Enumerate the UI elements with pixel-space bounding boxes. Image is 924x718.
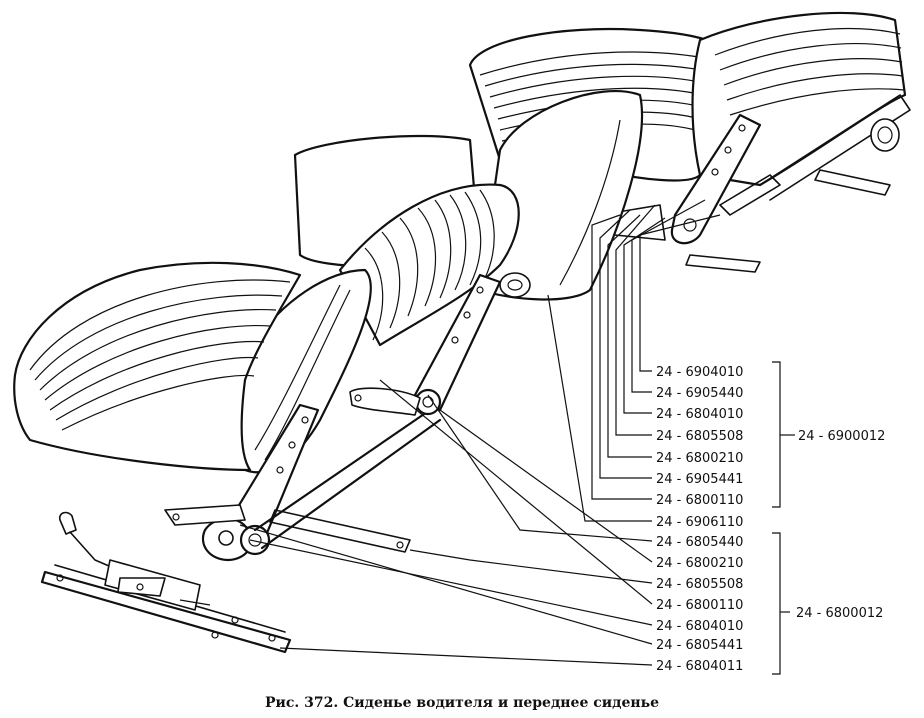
part-number-label: 24 - 6805508 xyxy=(656,577,743,592)
slide-rail-drawing xyxy=(40,511,292,654)
figure-caption: Рис. 372. Сиденье водителя и переднее си… xyxy=(265,695,659,711)
part-number-labels: 24 - 6904010 24 - 6905440 24 - 6804010 2… xyxy=(656,365,885,674)
part-number-label: 24 - 6800110 xyxy=(656,493,743,508)
leader-lines xyxy=(239,199,795,675)
part-number-label: 24 - 6805508 xyxy=(656,429,743,444)
part-number-label: 24 - 6905440 xyxy=(656,386,743,401)
part-number-label: 24 - 6800110 xyxy=(656,598,743,613)
assembly-number-label: 24 - 6800012 xyxy=(796,606,883,621)
part-number-label: 24 - 6805440 xyxy=(656,535,743,550)
part-number-label: 24 - 6906110 xyxy=(656,515,743,530)
part-number-label: 24 - 6805441 xyxy=(656,638,743,653)
part-number-label: 24 - 6800210 xyxy=(656,556,743,571)
part-number-label: 24 - 6800210 xyxy=(656,451,743,466)
part-number-label: 24 - 6904010 xyxy=(656,365,743,380)
part-number-label: 24 - 6804010 xyxy=(656,407,743,422)
part-number-label: 24 - 6905441 xyxy=(656,472,743,487)
front-seat-drawing xyxy=(13,90,644,562)
part-number-label: 24 - 6804011 xyxy=(656,659,743,674)
part-number-label: 24 - 6804010 xyxy=(656,619,743,634)
assembly-number-label: 24 - 6900012 xyxy=(798,429,885,444)
